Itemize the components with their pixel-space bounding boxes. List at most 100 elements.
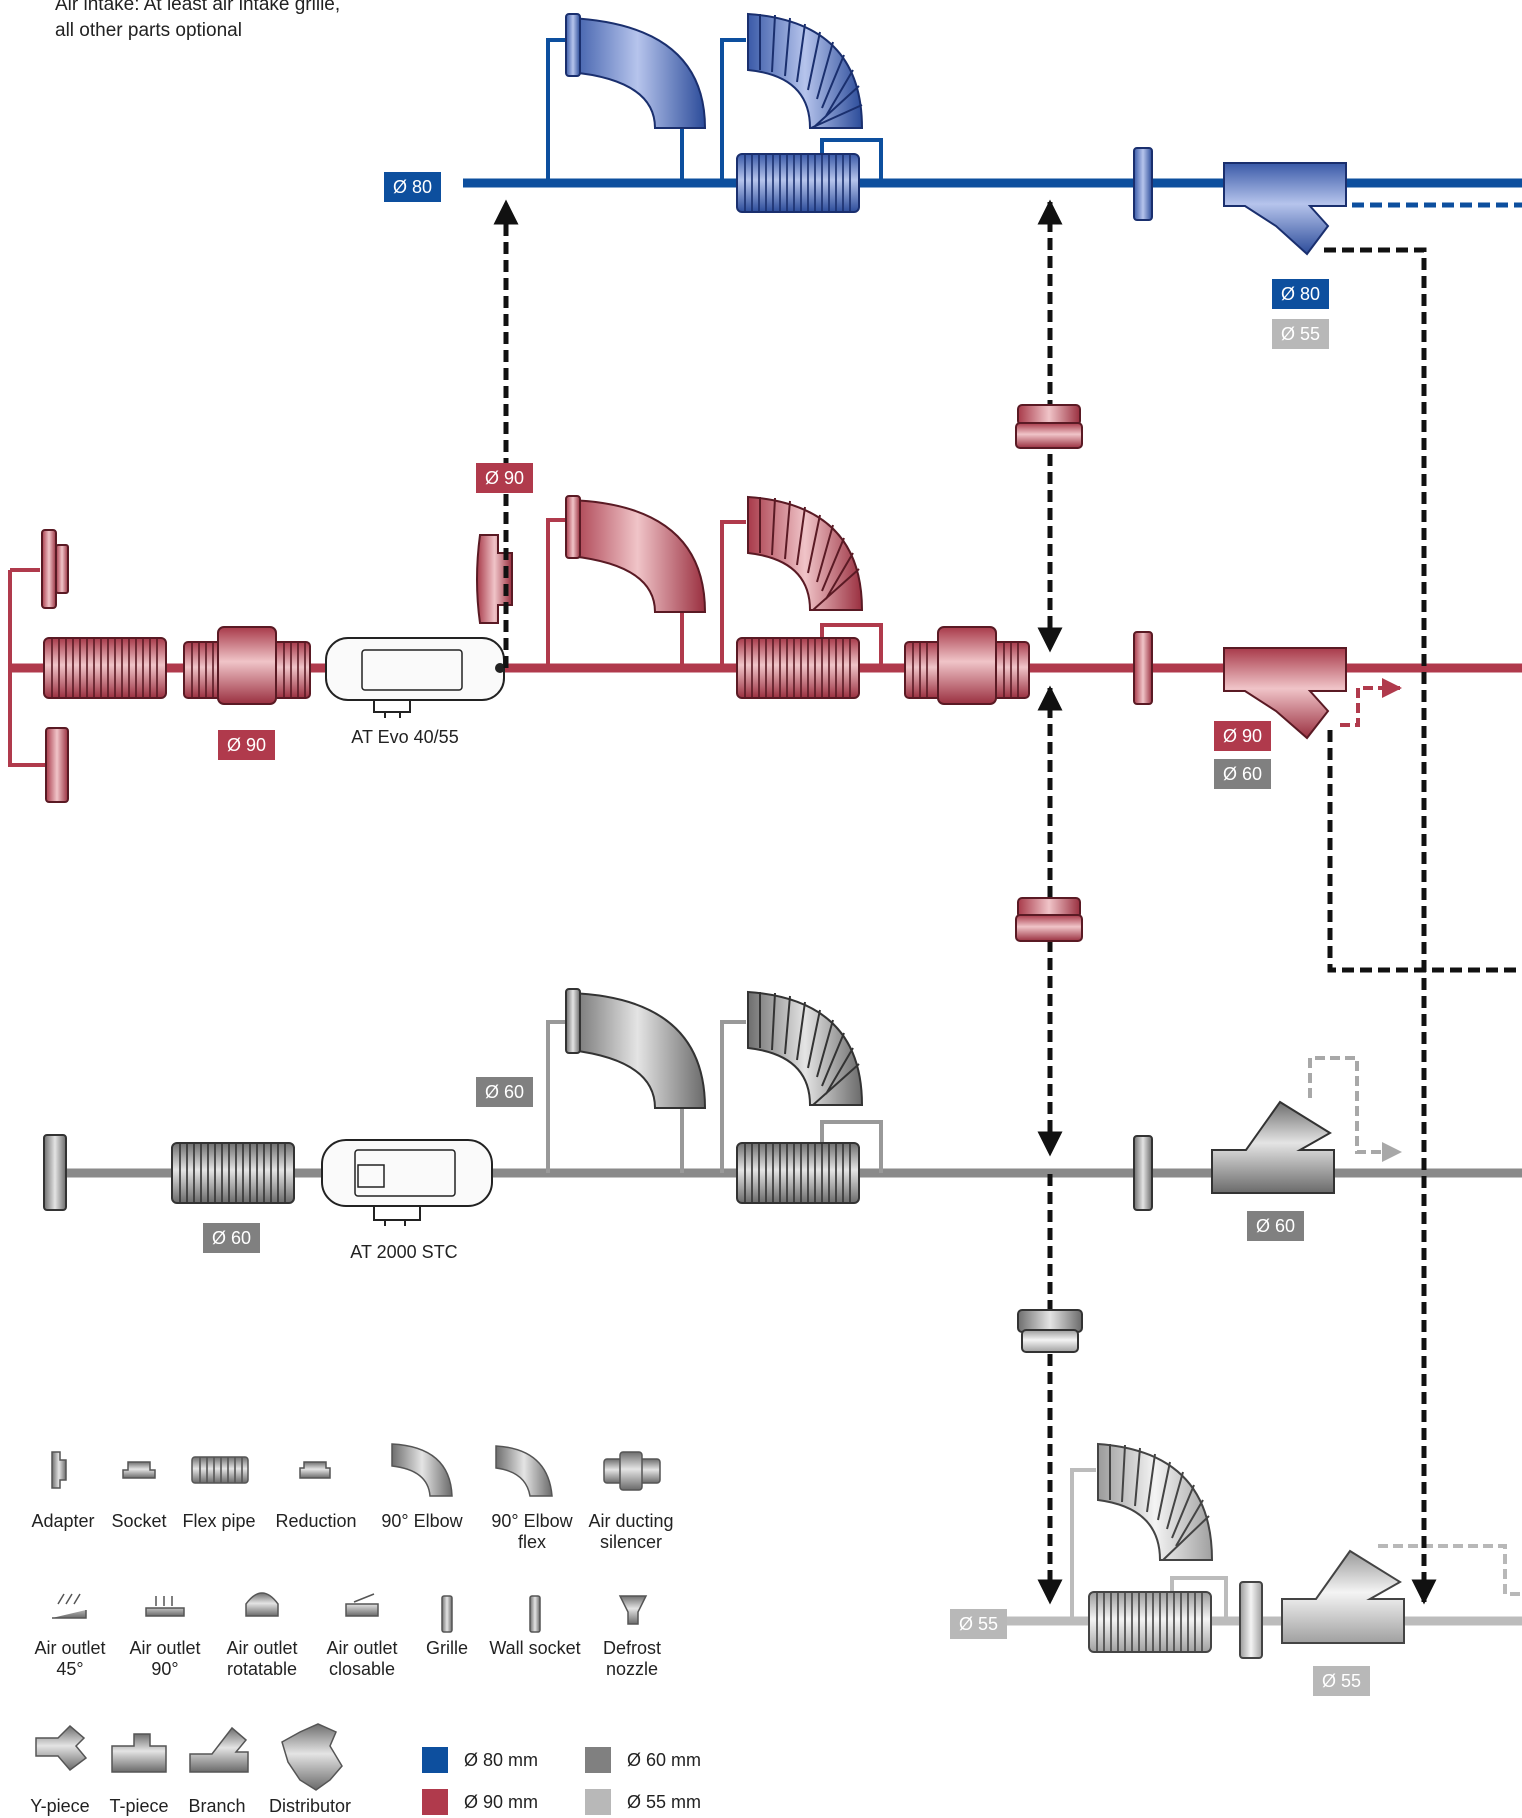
gray-elbow-group <box>546 988 707 1173</box>
light-gray-flex-pipe <box>1088 1576 1228 1653</box>
socket-icon <box>122 1461 156 1479</box>
red-silencer-2 <box>904 626 1030 705</box>
legend-label-air-outlet-45: Air outlet 45° <box>34 1638 106 1679</box>
swatch-label-0: Ø 80 mm <box>464 1750 539 1770</box>
wall-socket-icon <box>529 1595 541 1633</box>
red-left-outlets <box>8 529 69 803</box>
flex-pipe-ribs <box>744 1143 851 1203</box>
gray-branch-piece <box>1211 1100 1335 1194</box>
flex-pipe-ribs <box>744 638 851 698</box>
adapter-icon <box>51 1451 67 1489</box>
air-outlet-45-icon <box>52 1593 87 1619</box>
legend-label-flex-pipe: Flex pipe <box>182 1511 256 1531</box>
tag-red-adapter: Ø 90 <box>476 463 534 493</box>
branch-icon <box>189 1726 249 1773</box>
gray-flex-pipe-1 <box>171 1142 295 1204</box>
flex-pipe-ribs <box>191 642 214 698</box>
flex-pipe-icon <box>191 1456 249 1484</box>
y-piece-icon <box>35 1724 88 1772</box>
elbow-icon <box>391 1443 453 1497</box>
red-grille <box>1133 631 1153 705</box>
heater-evo-label: AT Evo 40/55 <box>351 727 459 747</box>
tag-blue-y2: Ø 55 <box>1272 319 1330 349</box>
swatch-label-3: Ø 55 mm <box>627 1792 702 1812</box>
t-piece-icon <box>111 1733 167 1773</box>
dash-blue-to-lightgray <box>1324 247 1437 1605</box>
gray-grille <box>1133 1135 1153 1211</box>
flex-pipe-ribs <box>199 1457 243 1483</box>
at-2000-stc-heater <box>321 1139 493 1226</box>
reduction-gray <box>1017 1309 1083 1353</box>
flex-pipe-ribs <box>1096 1592 1203 1652</box>
red-y-piece <box>1223 647 1347 740</box>
legend-label-y-piece: Y-piece <box>30 1796 90 1816</box>
gray-dash-outlet <box>1308 1056 1402 1162</box>
tag-lgray-main: Ø 55 <box>950 1609 1008 1639</box>
blue-y-piece <box>1223 162 1347 256</box>
red-elbow-flex-group <box>720 495 864 668</box>
red-silencer <box>183 626 311 705</box>
legend-label-branch: Branch <box>188 1796 246 1816</box>
air-outlet-closable-icon <box>345 1593 379 1617</box>
swatch-label-1: Ø 60 mm <box>627 1750 702 1770</box>
legend-label-air-outlet-closable: Air outlet closable <box>326 1638 398 1679</box>
light-gray-dash-outlet <box>1378 1544 1522 1596</box>
gray-left-grille <box>43 1134 67 1211</box>
intake-note-line2: all other parts optional <box>55 20 242 41</box>
flex-pipe-ribs <box>283 642 306 698</box>
air-outlet-90-icon <box>145 1596 185 1617</box>
legend-label-adapter: Adapter <box>31 1511 95 1531</box>
tag-red-silencer: Ø 90 <box>218 730 276 760</box>
light-gray-branch-piece <box>1281 1549 1405 1644</box>
blue-elbow-flex-group <box>720 12 864 183</box>
flex-pipe-ribs <box>1003 642 1019 698</box>
legend-label-air-outlet-rotatable: Air outlet rotatable <box>226 1638 298 1679</box>
swatch-color-1 <box>585 1747 611 1773</box>
flex-pipe-ribs <box>912 642 928 698</box>
tag-red-y1: Ø 90 <box>1214 721 1272 751</box>
legend-label-silencer: Air ducting silencer <box>588 1511 674 1552</box>
red-flex-pipe-1 <box>43 637 167 699</box>
at-evo-heater <box>325 637 505 718</box>
tag-blue-main: Ø 80 <box>384 172 442 202</box>
legend-label-reduction: Reduction <box>275 1511 357 1531</box>
distributor-icon <box>281 1723 343 1791</box>
blue-elbow-group <box>546 13 707 183</box>
flex-pipe-ribs <box>179 1143 286 1203</box>
tag-lgray-y: Ø 55 <box>1313 1666 1371 1696</box>
intake-note-line1: Air intake: At least air intake grille, <box>55 0 341 15</box>
red-dash-outlet <box>1340 678 1402 727</box>
legend-label-elbow-flex: 90° Elbow flex <box>491 1511 573 1552</box>
legend-label-grille: Grille <box>425 1638 468 1658</box>
tag-gray-top: Ø 60 <box>476 1077 534 1107</box>
legend-label-distributor: Distributor <box>268 1796 352 1816</box>
tag-red-y2: Ø 60 <box>1214 759 1272 789</box>
air-outlet-rotatable-icon <box>245 1592 279 1617</box>
elbow-flex-icon <box>495 1445 553 1497</box>
swatch-label-2: Ø 90 mm <box>464 1792 539 1812</box>
legend-label-defrost-nozzle: Defrost nozzle <box>602 1638 662 1679</box>
defrost-nozzle-icon <box>618 1595 648 1625</box>
tag-gray-y: Ø 60 <box>1247 1211 1305 1241</box>
legend-icons <box>35 1443 661 1791</box>
legend-label-socket: Socket <box>111 1511 167 1531</box>
swatch-color-0 <box>422 1747 448 1773</box>
grille-icon <box>441 1595 453 1633</box>
intake-note: Air intake: At least air intake grille, … <box>55 0 340 44</box>
light-gray-elbow-flex-group <box>1070 1442 1214 1621</box>
legend-label-t-piece: T-piece <box>109 1796 169 1816</box>
tag-gray-flex: Ø 60 <box>203 1223 261 1253</box>
red-adapter <box>476 534 513 624</box>
dash-red-loop <box>1327 730 1522 973</box>
reduction-red-2 <box>1015 897 1083 942</box>
swatch-color-2 <box>422 1789 448 1815</box>
swatch-color-3 <box>585 1789 611 1815</box>
heater-stc-label: AT 2000 STC <box>350 1242 458 1262</box>
reduction-red-1 <box>1015 404 1083 449</box>
light-gray-wall-socket <box>1239 1581 1263 1659</box>
flex-pipe-ribs <box>51 638 158 698</box>
legend-label-air-outlet-90: Air outlet 90° <box>129 1638 201 1679</box>
legend-label-elbow: 90° Elbow <box>381 1511 463 1531</box>
flex-pipe-ribs <box>744 154 851 212</box>
